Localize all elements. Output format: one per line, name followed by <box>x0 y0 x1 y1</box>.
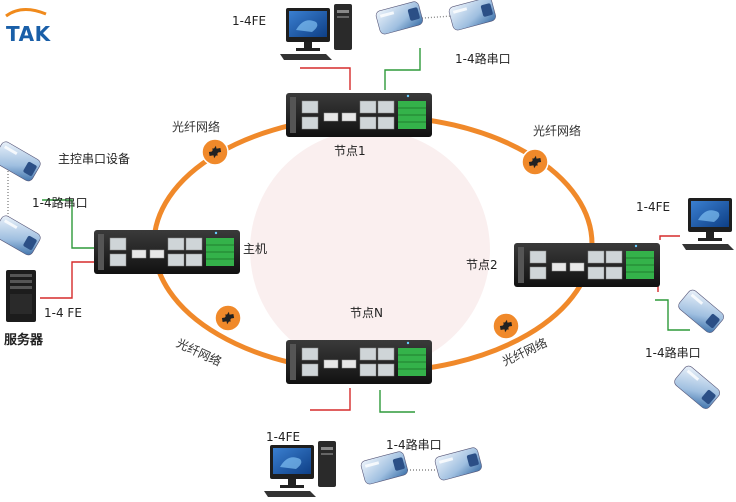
top-serial-label: 1-4路串口 <box>455 52 511 66</box>
node1-label: 节点1 <box>334 144 366 158</box>
server-icon <box>6 270 36 322</box>
master-fe-label: 1-4 FE <box>44 306 82 320</box>
nodeN-ethernet-line <box>310 388 351 411</box>
fiber-icon-bottom-left <box>214 304 242 332</box>
master-serial-label: 1-4路串口 <box>32 196 88 210</box>
top-converter-icon-1 <box>374 0 425 36</box>
master-serial-line <box>42 199 95 249</box>
node1-device <box>285 92 433 138</box>
node1-serial-line <box>384 48 421 90</box>
nodeN-serial-line <box>379 390 415 413</box>
right-serial-label: 1-4路串口 <box>645 346 701 360</box>
fiber-icon-top-right <box>521 148 549 176</box>
node2-device <box>513 242 661 288</box>
bottom-fe-label: 1-4FE <box>266 430 301 444</box>
connection-lines <box>7 15 690 471</box>
brand-logo: TAK <box>6 22 51 46</box>
master-serial-device-label: 主控串口设备 <box>58 152 131 166</box>
master-device <box>93 229 241 275</box>
node1-ethernet-line <box>300 67 351 90</box>
bottom-converter-icon-1 <box>359 450 410 486</box>
right-fe-label: 1-4FE <box>636 200 671 214</box>
fiber-icon-bottom-right <box>492 312 520 340</box>
right-pc-icon <box>682 194 736 250</box>
master-ethernet-line <box>40 261 95 299</box>
fiber-label-top-right: 光纤网络 <box>533 124 582 138</box>
node2-serial-line <box>655 299 690 331</box>
master-converter-icon-2 <box>0 213 43 258</box>
top-fe-label: 1-4FE <box>232 14 267 28</box>
watermark <box>250 130 490 370</box>
server-label: 服务器 <box>4 333 44 348</box>
bottom-pc-icon <box>264 441 336 497</box>
bottom-serial-label: 1-4路串口 <box>386 438 442 452</box>
node2-label: 节点2 <box>466 258 498 272</box>
top-converter-icon-2 <box>447 0 498 32</box>
top-pc-icon <box>280 4 352 60</box>
nodeN-label: 节点N <box>350 306 383 320</box>
master-label: 主机 <box>243 242 268 256</box>
logo-swoosh-icon <box>5 8 47 18</box>
fiber-label-top-left: 光纤网络 <box>172 120 221 134</box>
master-converter-icon-1 <box>0 139 43 184</box>
nodeN-device <box>285 339 433 385</box>
right-converter-icon-1 <box>676 287 727 336</box>
fiber-icon-top-left <box>201 138 229 166</box>
node2-ethernet-line <box>659 235 680 240</box>
right-converter-icon-2 <box>672 363 723 412</box>
